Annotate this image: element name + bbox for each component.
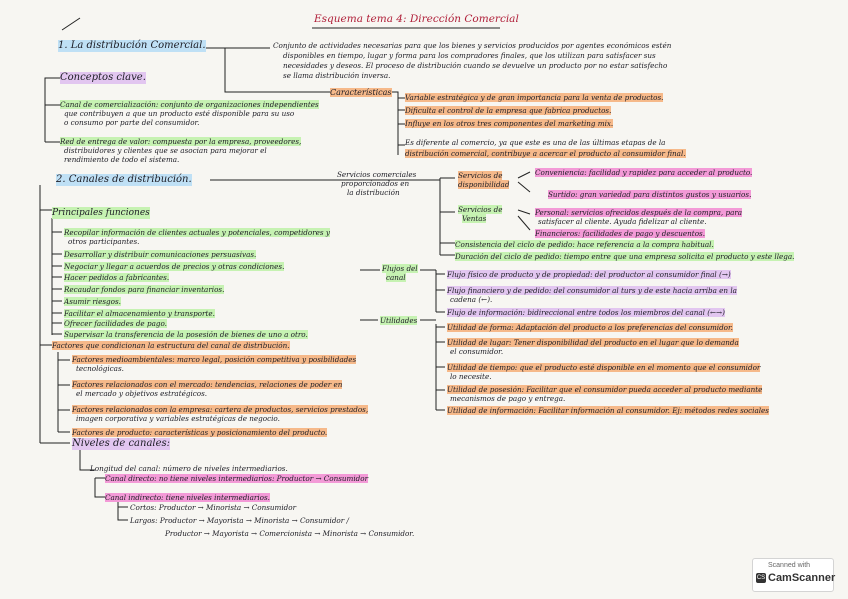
fac-4: Factores de producto: características y … — [72, 428, 328, 437]
func-8: Ofrecer facilidades de pago. — [64, 319, 167, 328]
flujo-2b: cadena (←). — [450, 295, 493, 304]
fac-2b: el mercado y objetivos estratégicos. — [76, 389, 208, 398]
car-line-5: distribución comercial, contribuye a ace… — [405, 149, 686, 158]
func-9: Supervisar la transferencia de la posesi… — [64, 330, 308, 339]
ventas-head-2: Ventas — [462, 214, 487, 223]
servicios-line-3: la distribución — [347, 188, 400, 197]
principales-heading: Principales funciones — [52, 207, 150, 219]
def-line-4: se llama distribución inversa. — [283, 71, 391, 80]
camscanner-logo-icon: CS — [756, 573, 766, 583]
car-line-4: Es diferente al comercio, ya que este es… — [405, 138, 666, 147]
car-line-3: Influye en los otros tres componentes de… — [405, 119, 614, 128]
flujo-2: Flujo financiero y de pedido: del consum… — [447, 286, 737, 295]
func-1: Recopilar información de clientes actual… — [64, 228, 330, 237]
func-5: Recaudar fondos para financiar inventari… — [64, 285, 225, 294]
canal-line-2: que contribuyen a que un producto esté d… — [64, 109, 295, 118]
car-line-1: Variable estratégica y de gran importanc… — [405, 93, 664, 102]
section-1-heading: 1. La distribución Comercial. — [58, 40, 206, 52]
conceptos-heading: Conceptos clave. — [60, 72, 146, 84]
def-line-2: disponibles en tiempo, lugar y forma par… — [283, 51, 656, 60]
util-1: Utilidad de forma: Adaptación del produc… — [447, 323, 733, 332]
page-title: Esquema tema 4: Dirección Comercial — [314, 13, 519, 25]
util-4b: mecanismos de pago y entrega. — [450, 394, 566, 403]
fac-3b: imagen corporativa y variables estratégi… — [76, 414, 280, 423]
func-6: Asumir riesgos. — [64, 297, 121, 306]
red-line-3: rendimiento de todo el sistema. — [64, 155, 180, 164]
duracion: Duración del ciclo de pedido: tiempo ent… — [455, 252, 795, 261]
camscanner-badge: CS Scanned with CamScanner — [752, 558, 836, 592]
factores-heading: Factores que condicionan la estructura d… — [52, 341, 290, 350]
surtido: Surtido: gran variedad para distintos gu… — [548, 190, 752, 199]
canal-line-3: o consumo por parte del consumidor. — [64, 118, 200, 127]
niveles-heading: Niveles de canales: — [72, 438, 171, 450]
personal-line-2: satisfacer al cliente. Ayuda fidelizar a… — [538, 217, 707, 226]
def-line-3: necesidades y deseos. El proceso de dist… — [283, 61, 668, 70]
flujo-1: Flujo físico de producto y de propiedad:… — [447, 270, 731, 279]
func-2: Desarrollar y distribuir comunicaciones … — [64, 250, 257, 259]
canal-line-1: Canal de comercialización: conjunto de o… — [60, 100, 319, 109]
util-5: Utilidad de información: Facilitar infor… — [447, 406, 769, 415]
canal-cortos: Cortos: Productor → Minorista → Consumid… — [130, 503, 297, 512]
ventas-head-1: Servicios de — [458, 205, 503, 214]
badge-caption: Scanned with — [768, 562, 811, 569]
red-line-2: distribuidores y clientes que se asocian… — [64, 146, 267, 155]
personal-line-1: Personal: servicios ofrecidos después de… — [535, 208, 743, 217]
disp-head-2: disponibilidad — [458, 180, 510, 189]
utilidades-heading: Utilidades — [380, 316, 418, 325]
longitud: Longitud del canal: número de niveles in… — [90, 464, 288, 473]
util-3b: lo necesite. — [450, 372, 492, 381]
util-2: Utilidad de lugar: Tener disponibilidad … — [447, 338, 739, 347]
util-3: Utilidad de tiempo: que el producto esté… — [447, 363, 761, 372]
def-line-1: Conjunto de actividades necesarias para … — [273, 41, 672, 50]
disp-head-1: Servicios de — [458, 171, 503, 180]
func-4: Hacer pedidos a fabricantes. — [64, 273, 170, 282]
canal-largos-2: Productor → Mayorista → Comercionista → … — [165, 529, 415, 538]
financieros: Financieros: facilidades de pago y descu… — [535, 229, 705, 238]
servicios-line-1: Servicios comerciales — [337, 170, 417, 179]
flujos-head-1: Flujos del — [382, 264, 418, 273]
fac-2: Factores relacionados con el mercado: te… — [72, 380, 343, 389]
fac-1b: tecnológicas. — [76, 364, 124, 373]
canal-directo: Canal directo: no tiene niveles intermed… — [105, 474, 369, 483]
badge-brand: CamScanner — [768, 572, 836, 584]
func-7: Facilitar el almacenamiento y transporte… — [64, 309, 215, 318]
flujo-3: Flujo de información: bidireccional entr… — [447, 308, 725, 317]
canal-largos: Largos: Productor → Mayorista → Minorist… — [130, 516, 349, 525]
fac-3: Factores relacionados con la empresa: ca… — [72, 405, 369, 414]
fac-1: Factores medioambientales: marco legal, … — [72, 355, 357, 364]
flujos-head-2: canal — [386, 273, 406, 282]
consistencia: Consistencia del ciclo de pedido: hace r… — [455, 240, 714, 249]
caracteristicas-heading: Características — [330, 88, 392, 97]
red-line-1: Red de entrega de valor: compuesta por l… — [60, 137, 302, 146]
util-2b: el consumidor. — [450, 347, 504, 356]
section-2-heading: 2. Canales de distribución. — [56, 174, 192, 186]
func-3: Negociar y llegar a acuerdos de precios … — [64, 262, 285, 271]
util-4: Utilidad de posesión: Facilitar que el c… — [447, 385, 763, 394]
servicios-line-2: proporcionados en — [341, 179, 410, 188]
car-line-2: Dificulta el control de la empresa que f… — [405, 106, 612, 115]
canal-indirecto: Canal indirecto: tiene niveles intermedi… — [105, 493, 270, 502]
func-1b: otros participantes. — [68, 237, 140, 246]
conveniencia: Conveniencia: facilidad y rapidez para a… — [535, 168, 753, 177]
